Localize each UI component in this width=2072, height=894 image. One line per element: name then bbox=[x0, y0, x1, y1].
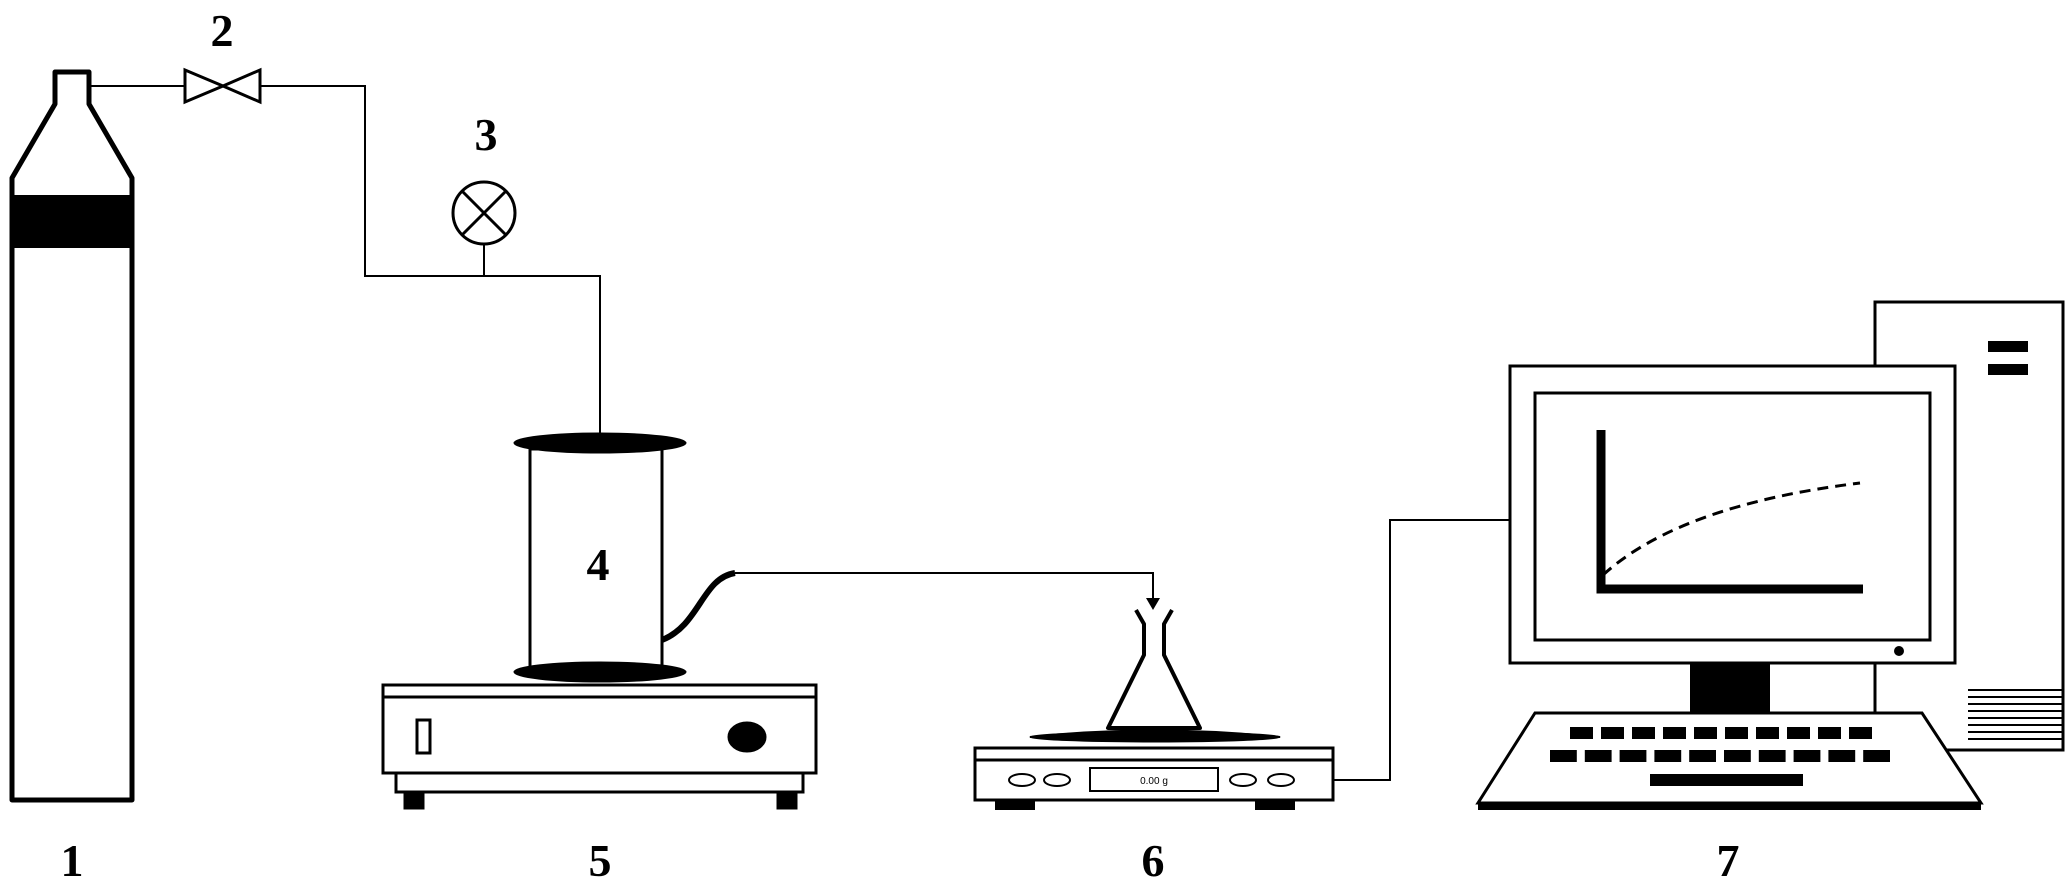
keyboard-key bbox=[1689, 750, 1716, 762]
pressure-gauge bbox=[451, 180, 517, 276]
screen-plot-curve bbox=[1601, 481, 1861, 577]
stirrer-knob bbox=[727, 721, 767, 753]
keyboard-key bbox=[1619, 750, 1647, 762]
screen-plot-axes bbox=[1596, 430, 1863, 594]
label-stirrer: 5 bbox=[589, 835, 612, 886]
outlet-hose bbox=[660, 570, 736, 643]
cylinder-band bbox=[12, 195, 132, 248]
computer bbox=[1475, 300, 2065, 810]
keyboard-key bbox=[1793, 750, 1821, 762]
keyboard-key bbox=[1570, 727, 1593, 739]
gas-cylinder bbox=[9, 69, 135, 803]
balance-readout: 0.00 g bbox=[1140, 776, 1168, 787]
keyboard-key bbox=[1632, 727, 1655, 739]
valve bbox=[183, 67, 262, 105]
label-vessel: 4 bbox=[587, 539, 610, 590]
pressure-vessel bbox=[513, 432, 736, 683]
keyboard-keys bbox=[1550, 727, 1890, 762]
label-balance: 6 bbox=[1142, 835, 1165, 886]
gas-line bbox=[88, 85, 601, 438]
keyboard-key bbox=[1694, 727, 1717, 739]
keyboard-key bbox=[1550, 750, 1577, 762]
label-computer: 7 bbox=[1717, 835, 1740, 886]
label-valve: 2 bbox=[211, 5, 234, 56]
tower-vent bbox=[1968, 689, 2063, 740]
keyboard-key bbox=[1818, 727, 1841, 739]
keyboard-key bbox=[1758, 750, 1786, 762]
keyboard-key bbox=[1849, 727, 1872, 739]
keyboard-spacebar bbox=[1650, 774, 1803, 786]
vessel-bottom-flange bbox=[513, 661, 687, 683]
keyboard-key bbox=[1584, 750, 1612, 762]
data-cable bbox=[1333, 519, 1510, 781]
keyboard-key bbox=[1654, 750, 1682, 762]
keyboard-key bbox=[1724, 750, 1751, 762]
keyboard-key bbox=[1863, 750, 1890, 762]
keyboard-key bbox=[1787, 727, 1810, 739]
balance-display bbox=[1089, 767, 1219, 792]
erlenmeyer-flask bbox=[1106, 609, 1202, 730]
stirrer-switch bbox=[415, 718, 432, 755]
label-gauge: 3 bbox=[475, 109, 498, 160]
keyboard-key bbox=[1756, 727, 1779, 739]
keyboard-key bbox=[1725, 727, 1748, 739]
magnetic-stirrer bbox=[381, 683, 818, 810]
outlet-line bbox=[735, 572, 1160, 610]
monitor-screen bbox=[1533, 391, 1932, 642]
keyboard-key bbox=[1828, 750, 1856, 762]
keyboard-key bbox=[1601, 727, 1624, 739]
keyboard-key bbox=[1663, 727, 1686, 739]
label-cylinder: 1 bbox=[61, 835, 84, 886]
vessel-top-flange bbox=[513, 432, 687, 454]
